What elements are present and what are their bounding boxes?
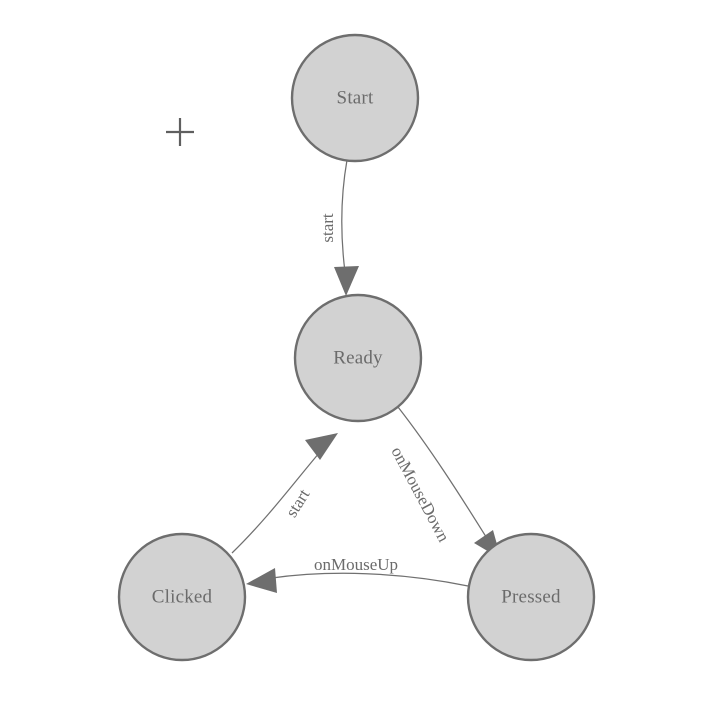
edge-start-to-ready-arrowhead (334, 266, 359, 296)
node-clicked-circle[interactable] (117, 532, 247, 662)
edge-label-ready-to-pressed: onMouseDown (387, 444, 453, 546)
edge-pressed-to-clicked-arrowhead (246, 568, 277, 593)
edge-pressed-to-clicked-path (271, 572, 469, 587)
edge-ready-to-pressed[interactable]: onMouseDown (387, 406, 501, 559)
edge-label-clicked-to-ready: start (282, 485, 314, 520)
edge-label-pressed-to-clicked: onMouseUp (314, 555, 398, 574)
edge-label-start-to-ready: start (318, 213, 337, 243)
node-pressed[interactable]: Pressed (466, 532, 596, 662)
edge-clicked-to-ready[interactable]: start (231, 433, 338, 554)
node-ready-circle[interactable] (293, 293, 423, 423)
node-start-label: Start (337, 87, 374, 108)
node-pressed-circle[interactable] (466, 532, 596, 662)
node-clicked-label: Clicked (152, 586, 213, 607)
node-start-circle[interactable] (290, 33, 420, 163)
crosshair-icon[interactable] (166, 118, 194, 146)
node-ready-label: Ready (333, 347, 383, 368)
edge-clicked-to-ready-arrowhead (305, 433, 338, 460)
edge-ready-to-pressed-path (397, 406, 489, 541)
edge-pressed-to-clicked[interactable]: onMouseUp (246, 555, 469, 593)
edge-clicked-to-ready-path (231, 451, 321, 554)
node-start[interactable]: Start (290, 33, 420, 163)
node-pressed-label: Pressed (501, 586, 561, 607)
edge-start-to-ready[interactable]: start (318, 159, 359, 296)
node-ready[interactable]: Ready (293, 293, 423, 423)
edge-start-to-ready-path (341, 159, 348, 273)
node-clicked[interactable]: Clicked (117, 532, 247, 662)
